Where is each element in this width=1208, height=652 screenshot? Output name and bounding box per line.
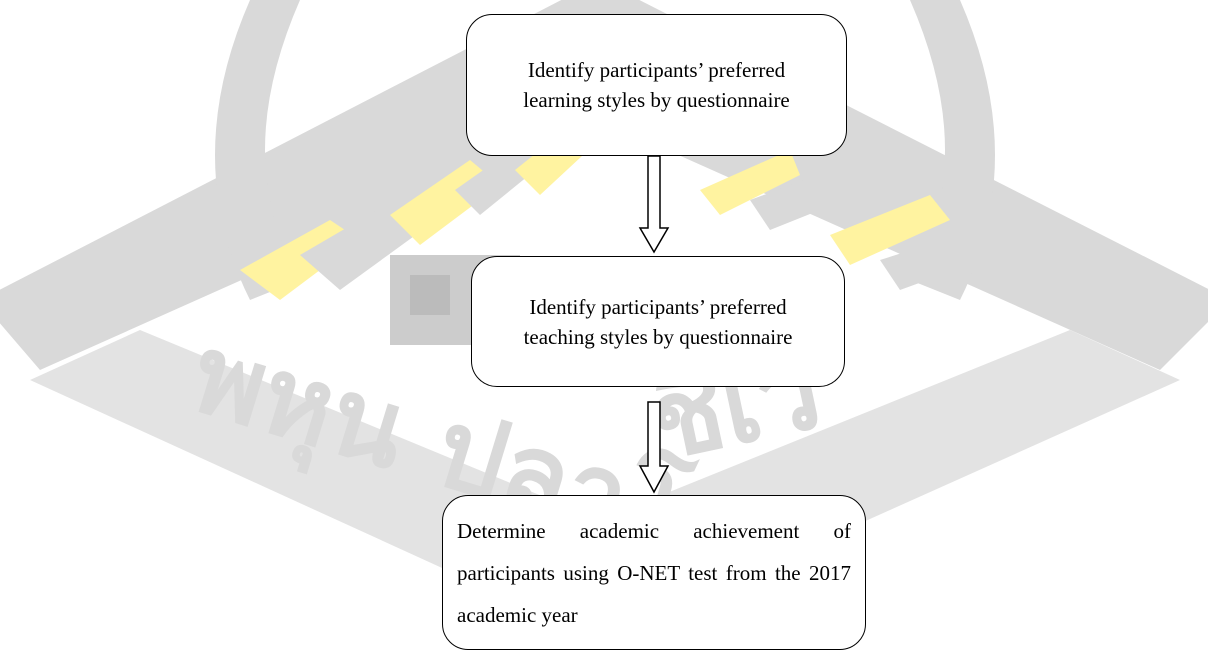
step-text-1: Identify participants’ preferred learnin… <box>523 58 790 112</box>
seal-left-arc <box>215 0 300 300</box>
step-box-teaching-styles: Identify participants’ preferred teachin… <box>471 256 845 387</box>
seal-ray <box>880 225 1010 290</box>
step-text-3: Determine academic achievement of partic… <box>457 518 851 627</box>
seal-right-arc <box>910 0 995 300</box>
step-box-learning-styles: Identify participants’ preferred learnin… <box>466 14 847 156</box>
seal-ray <box>700 150 800 215</box>
seal-center-emblem-inner <box>410 275 450 315</box>
seal-rays <box>240 110 1010 300</box>
seal-ray <box>830 195 950 265</box>
seal-ray <box>750 160 870 230</box>
step-box-academic-achievement: Determine academic achievement of partic… <box>442 495 866 650</box>
down-arrow-2 <box>638 401 670 494</box>
down-arrow-1 <box>638 155 670 254</box>
step-text-2: Identify participants’ preferred teachin… <box>523 294 793 349</box>
seal-lower-band <box>30 330 1180 640</box>
